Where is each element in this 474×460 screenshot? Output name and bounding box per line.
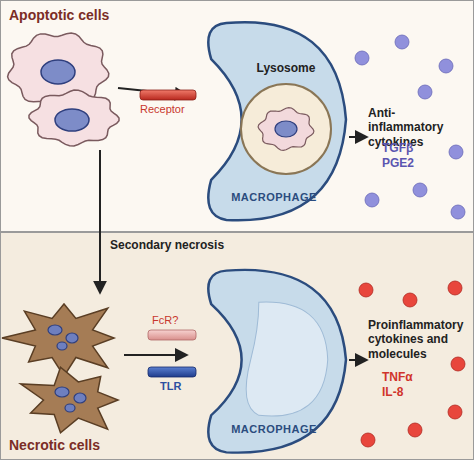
- fc-receptor-bar: [148, 330, 196, 340]
- cytokine-label: Proinflammatory cytokines and molecules: [368, 318, 470, 361]
- nucleus: [275, 121, 297, 137]
- cytoplasm: [246, 302, 328, 416]
- arrow: [349, 136, 366, 138]
- cell-membrane: [208, 270, 346, 453]
- engulfed-cell: [258, 108, 314, 151]
- macrophage: MACROPHAGE Lysosome: [196, 19, 348, 225]
- panel-title: Apoptotic cells: [9, 7, 109, 23]
- macrophage: MACROPHAGE: [196, 267, 348, 457]
- cell-membrane: [208, 22, 346, 220]
- arrow: [99, 150, 101, 292]
- node-label: MACROPHAGE: [231, 191, 317, 203]
- lysosome: Lysosome: [238, 59, 334, 177]
- cytokine-dots: [359, 281, 465, 447]
- receptor-bar: [140, 90, 196, 100]
- cytokine-name: TGFβ: [382, 141, 413, 155]
- node-label: Lysosome: [257, 61, 316, 75]
- arrow: [124, 354, 186, 356]
- nucleus: [55, 109, 89, 131]
- receptor-label: FcR?: [152, 314, 178, 327]
- node-label: MACROPHAGE: [231, 423, 317, 435]
- nuclear-fragments: [48, 325, 86, 412]
- process-label: Secondary necrosis: [110, 238, 224, 252]
- lysosome-outline: [238, 59, 334, 177]
- necrotic-cell: [2, 304, 114, 376]
- cytokine-name: PGE2: [382, 156, 414, 170]
- arrow: [349, 359, 366, 361]
- receptor-label: Receptor: [140, 103, 185, 116]
- panel-title: Necrotic cells: [9, 437, 100, 453]
- tlr-bar: [148, 367, 196, 377]
- necrotic-cell: [21, 367, 118, 433]
- apoptotic-cell: [29, 90, 119, 146]
- lysosome-membrane: [241, 84, 331, 174]
- receptor-label: TLR: [160, 380, 181, 393]
- cytokine-name: IL-8: [382, 385, 403, 399]
- cytokine-name: TNFα: [382, 370, 413, 384]
- nucleus: [41, 60, 75, 84]
